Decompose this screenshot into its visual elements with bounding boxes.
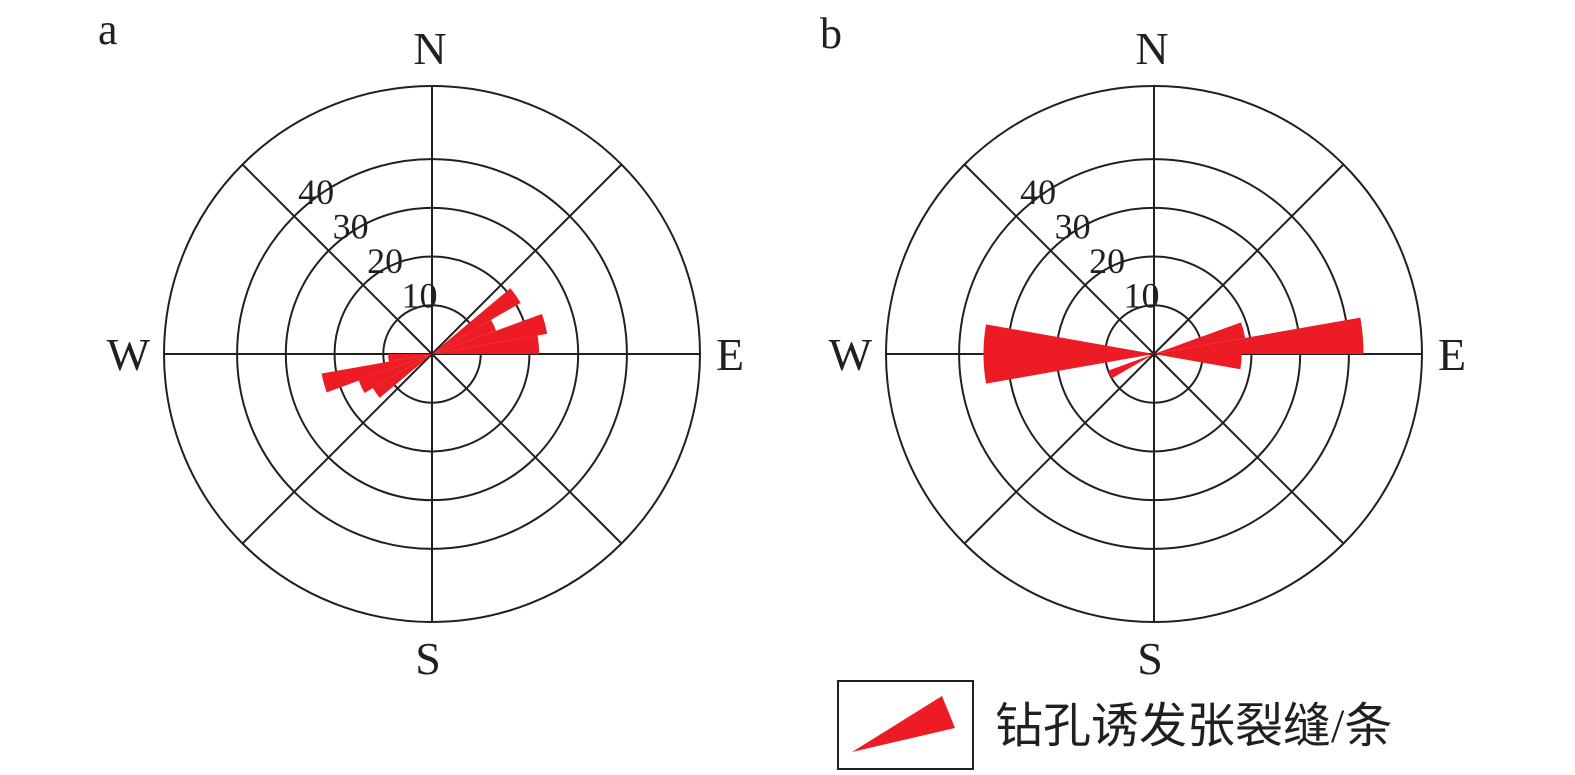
rose-petal-85 <box>432 335 540 354</box>
direction-label-north: N <box>413 23 446 74</box>
radial-tick-label-10: 10 <box>1124 276 1160 316</box>
legend: 钻孔诱发张裂缝/条 <box>837 680 1392 770</box>
grid-spoke-135 <box>431 353 623 545</box>
rose-petal-55 <box>432 288 521 354</box>
direction-label-south: S <box>1137 633 1163 684</box>
rose-petal-265 <box>388 354 432 362</box>
rose-petal-245 <box>1108 354 1154 379</box>
radial-tick-label-40: 40 <box>1020 172 1056 212</box>
rose-petal-75 <box>1154 322 1246 354</box>
rose-petal-95 <box>1154 354 1242 370</box>
radial-tick-label-20: 20 <box>367 241 403 281</box>
rose-petal-245 <box>358 354 432 393</box>
radial-tick-label-20: 20 <box>1089 241 1125 281</box>
grid-spoke-45 <box>431 163 623 355</box>
grid-spoke-315 <box>963 163 1155 355</box>
rose-petal-255 <box>321 354 432 393</box>
panel-label: b <box>820 9 842 58</box>
direction-label-west: W <box>829 329 873 380</box>
grid-spoke-225 <box>963 353 1155 545</box>
rose-petal-275 <box>983 324 1154 354</box>
radial-tick-label-30: 30 <box>1055 207 1091 247</box>
legend-label: 钻孔诱发张裂缝/条 <box>995 700 1392 753</box>
grid-spoke-45 <box>1153 163 1345 355</box>
radial-tick-label-10: 10 <box>402 276 438 316</box>
direction-label-south: S <box>415 633 441 684</box>
direction-label-east: E <box>1438 329 1466 380</box>
rose-petal-235 <box>372 354 432 398</box>
radial-tick-label-30: 30 <box>333 207 369 247</box>
grid-spoke-225 <box>241 353 433 545</box>
legend-swatch <box>852 696 955 752</box>
grid-spoke-135 <box>1153 353 1345 545</box>
radial-tick-label-40: 40 <box>298 172 334 212</box>
rose-petal-85 <box>1154 317 1364 354</box>
direction-label-west: W <box>107 329 151 380</box>
rose-petal-65 <box>432 319 497 354</box>
legend-box <box>837 680 974 770</box>
grid-spoke-315 <box>241 163 433 355</box>
rose-petal-75 <box>432 314 548 354</box>
direction-label-east: E <box>716 329 744 380</box>
direction-label-north: N <box>1135 23 1168 74</box>
rose-petal-265 <box>983 354 1154 384</box>
panel-label: a <box>98 5 118 54</box>
